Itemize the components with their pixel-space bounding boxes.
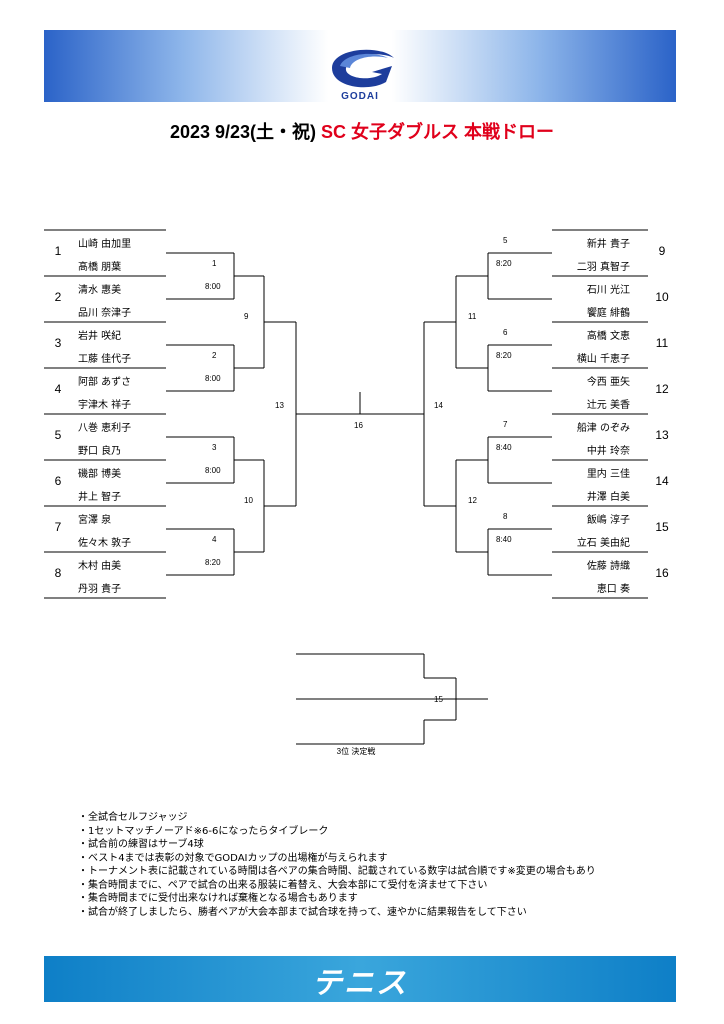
player-name: 井上 智子 [78,492,122,503]
logo-text: GODAI [341,91,379,102]
match-number: 12 [468,496,477,505]
player-name: 横山 千恵子 [576,354,630,365]
seed-number: 4 [54,382,62,396]
match-number: 3 [212,443,217,452]
player-name: 髙橋 朋葉 [78,262,122,273]
player-name: 野口 良乃 [78,446,122,457]
seed-number: 9 [658,244,666,258]
note-line: ・集合時間までに、ペアで試合の出来る服装に着替え、大会本部にて受付を済ませて下さ… [78,879,488,891]
match-time: 8:40 [496,535,512,544]
match-time: 8:20 [496,259,512,268]
godai-logo-icon [310,38,410,102]
player-name: 立石 美由紀 [576,538,630,549]
match-number: 14 [434,401,443,410]
notes: ・全試合セルフジャッジ・1セットマッチノーアド※6-6になったらタイブレーク・試… [78,811,698,919]
player-name: 辻元 美香 [586,400,630,411]
seed-number: 12 [655,382,669,396]
player-name: 高橋 文恵 [586,331,630,342]
player-name: 船津 のぞみ [576,423,630,434]
footer-banner [44,956,676,1002]
third-place-label: 3位 決定戦 [336,747,376,756]
seed-number: 8 [54,566,62,580]
seed-number: 15 [655,520,669,534]
match-time: 8:20 [496,351,512,360]
match-time: 8:00 [205,466,221,475]
match-time: 8:00 [205,374,221,383]
match-time: 8:00 [205,282,221,291]
match-time: 8:20 [205,558,221,567]
player-name: 佐藤 詩織 [586,561,630,572]
player-name: 清水 惠美 [78,285,122,296]
seed-number: 14 [655,474,669,488]
note-line: ・試合前の練習はサーブ4球 [78,839,204,850]
player-name: 山崎 由加里 [78,239,132,250]
note-line: ・集合時間までに受付出来なければ棄権となる場合もあります [78,893,358,904]
note-line: ・全試合セルフジャッジ [78,812,188,823]
seed-number: 5 [54,428,62,442]
title-date: 2023 9/23(土・祝) [169,122,317,142]
player-name: 石川 光江 [586,285,630,296]
player-name: 里内 三佳 [586,469,630,480]
player-name: 恵口 奏 [596,584,630,595]
player-name: 中井 玲奈 [586,446,630,457]
header-banner [44,30,676,102]
player-name: 品川 奈津子 [78,308,132,319]
player-name: 丹羽 貴子 [78,584,122,595]
seed-number: 1 [54,244,62,258]
player-name: 飯嶋 淳子 [586,515,630,526]
player-name: 井澤 白美 [586,492,630,503]
player-name: 佐々木 敦子 [78,538,132,549]
match-number: 10 [244,496,253,505]
match-number: 15 [434,695,443,704]
player-name: 岩井 咲紀 [78,331,122,342]
match-number: 5 [503,236,508,245]
seed-number: 2 [54,290,62,304]
title-event: SC 女子ダブルス 本戦ドロー [321,122,555,142]
match-number: 2 [212,351,217,360]
match-number: 7 [503,420,508,429]
player-name: 八巻 恵利子 [78,423,132,434]
player-name: 饗庭 緋鶴 [586,308,630,319]
seed-number: 6 [54,474,62,488]
player-name: 新井 貴子 [586,239,630,250]
note-line: ・試合が終了しましたら、勝者ペアが大会本部まで試合球を持って、速やかに結果報告を… [78,906,527,918]
match-number: 16 [354,421,363,430]
match-number: 1 [212,259,217,268]
seed-number: 13 [655,428,669,442]
match-number: 4 [212,535,217,544]
footer-text: テニス [312,966,408,1001]
player-name: 磯部 博美 [78,469,122,480]
seed-number: 7 [54,520,62,534]
seed-number: 3 [54,336,62,350]
seed-number: 10 [655,290,669,304]
page-title: 2023 9/23(土・祝) SC 女子ダブルス 本戦ドロー [0,118,724,144]
match-number: 9 [244,312,249,321]
player-name: 今西 亜矢 [586,377,630,388]
note-line: ・トーナメント表に記載されている時間は各ペアの集合時間、記載されている数字は試合… [78,866,596,877]
match-number: 13 [275,401,284,410]
match-number: 8 [503,512,508,521]
player-name: 阿部 あずさ [78,377,132,388]
match-number: 11 [468,312,477,321]
note-line: ・ベスト4までは表彰の対象でGODAIカップの出場権が与えられます [78,852,388,864]
player-name: 宮澤 泉 [78,515,112,526]
seed-number: 11 [655,336,669,350]
player-name: 二羽 真智子 [576,262,630,273]
player-name: 工藤 佳代子 [78,354,132,365]
match-time: 8:40 [496,443,512,452]
note-line: ・1セットマッチノーアド※6-6になったらタイブレーク [78,825,329,837]
player-name: 木村 由美 [78,561,122,572]
match-number: 6 [503,328,508,337]
player-name: 宇津木 祥子 [78,400,132,411]
seed-number: 16 [655,566,669,580]
